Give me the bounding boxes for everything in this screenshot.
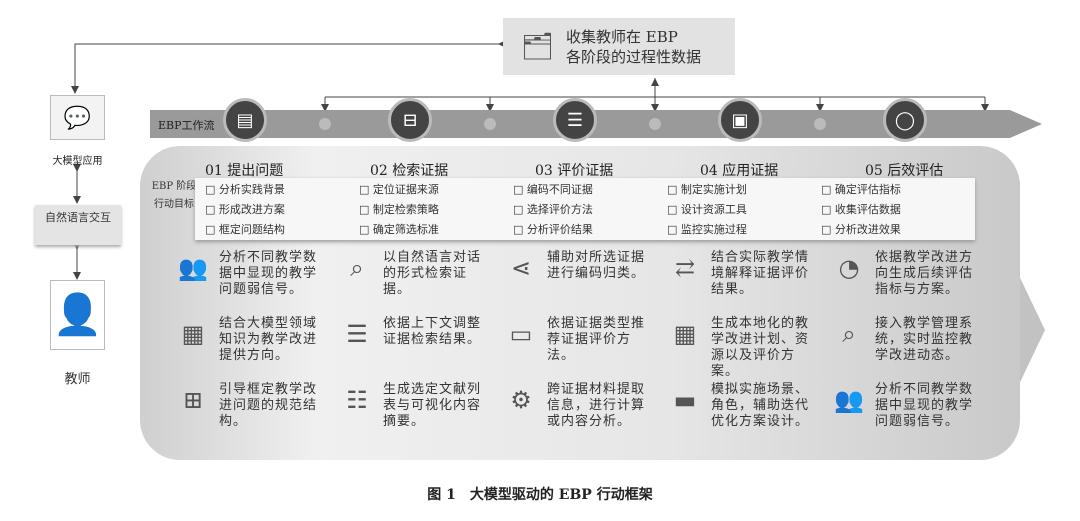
stage-icon-3: ☰ [553, 98, 597, 142]
gauge-icon: ◔ [838, 254, 860, 282]
goals-checklist: □ 分析实践背景 □ 形成改进方案 □ 框定问题结构 □ 定位证据来源 □ 制定检索策… [195, 178, 975, 240]
stage-icon-4: ▣ [718, 98, 762, 142]
calendar-icon: ▦ [673, 320, 697, 348]
goal-item: □ 定位证据来源 [359, 183, 439, 196]
stage-title-5: 05 后效评估 [865, 163, 944, 179]
row-label: EBP 阶段行动目标 [151, 181, 197, 210]
swap-icon: ⇄ [674, 254, 696, 282]
action-cell: ▦ 生成本地化的教学改进计划、资源以及评价方案。 [667, 316, 831, 382]
action-cell: ⇄ 结合实际教学情境解释证据评价结果。 [667, 250, 831, 316]
action-cell: ⌕ 接入教学管理系统，实时监控教学改进动态。 [831, 316, 995, 382]
action-text: 生成本地化的教学改进计划、资源以及评价方案。 [711, 316, 810, 379]
action-cell: ◔ 依据教学改进方向生成后续评估指标与方案。 [831, 250, 995, 316]
flow-dot [649, 118, 661, 130]
action-text: 依据证据类型推荐证据评价方法。 [547, 316, 646, 363]
folder-user-icon: ▬ [673, 386, 697, 414]
figure-caption: 图 1 大模型驱动的 EBP 行动框架 [427, 487, 653, 503]
goal-item: □ 分析实践背景 [205, 183, 285, 196]
teacher-label: 教师 [64, 372, 91, 387]
flow-dot [814, 118, 826, 130]
goal-item: □ 选择评价方法 [513, 203, 593, 216]
monitor-search-icon: ⌕ [842, 320, 856, 348]
action-text: 分析不同教学数据中显现的教学问题弱信号。 [875, 382, 974, 429]
action-cell: ⚙ 跨证据材料提取信息，进行计算或内容分析。 [503, 382, 667, 448]
goal-item: □ 确定评估指标 [821, 183, 901, 196]
people-analysis-icon: 👥 [178, 254, 208, 282]
goal-item: □ 框定问题结构 [205, 223, 285, 236]
action-cell: ⊞ 引导框定教学改进问题的规范结构。 [175, 382, 339, 448]
sliders-icon: ☰ [346, 320, 368, 348]
share-icon: ⋖ [510, 254, 532, 282]
flow-dot [319, 118, 331, 130]
action-cell: 👥 分析不同教学数据中显现的教学问题弱信号。 [175, 250, 339, 316]
data-collection-icon: 🗂 [521, 31, 555, 62]
goal-item: □ 形成改进方案 [205, 203, 285, 216]
action-cell: ⌕ 以自然语言对话的形式检索证据。 [339, 250, 503, 316]
action-text: 结合实际教学情境解释证据评价结果。 [711, 250, 810, 297]
goal-item: □ 设计资源工具 [667, 203, 747, 216]
goal-item: □ 制定检索策略 [359, 203, 439, 216]
action-cell: 👥 分析不同教学数据中显现的教学问题弱信号。 [831, 382, 995, 448]
stage-icon-2: ⊟ [388, 98, 432, 142]
goal-item: □ 制定实施计划 [667, 183, 747, 196]
list-document-icon: ☷ [346, 386, 368, 414]
flow-dot [484, 118, 496, 130]
action-text: 依据教学改进方向生成后续评估指标与方案。 [875, 250, 974, 297]
computer-gear-icon: ⚙ [510, 386, 532, 414]
search-bar-icon: ⌕ [350, 254, 364, 282]
action-text: 引导框定教学改进问题的规范结构。 [219, 382, 318, 429]
llm-app-icon: 💬 [50, 95, 105, 140]
action-text: 生成选定文献列表与可视化内容摘要。 [383, 382, 482, 429]
goal-item: □ 监控实施过程 [667, 223, 747, 236]
stage-icon-5: ◯ [883, 98, 927, 142]
people-analysis-icon: 👥 [834, 386, 864, 414]
structure-icon: ⊞ [182, 386, 204, 414]
teacher-icon: 👤 [50, 280, 105, 350]
action-cell: ☰ 依据上下文调整证据检索结果。 [339, 316, 503, 382]
action-cell: ☷ 生成选定文献列表与可视化内容摘要。 [339, 382, 503, 448]
flow-label: EBP工作流 [158, 119, 215, 132]
stage-title-3: 03 评价证据 [535, 163, 614, 179]
llm-app-label: 大模型应用 [52, 156, 103, 167]
action-cell: ▭ 依据证据类型推荐证据评价方法。 [503, 316, 667, 382]
stage-title-4: 04 应用证据 [700, 163, 779, 179]
action-text: 分析不同教学数据中显现的教学问题弱信号。 [219, 250, 318, 297]
goal-item: □ 分析评价结果 [513, 223, 593, 236]
stage-title-2: 02 检索证据 [370, 163, 449, 179]
monitor-chart-icon: ▭ [509, 320, 533, 348]
action-text: 结合大模型领域知识为教学改进提供方向。 [219, 316, 318, 363]
action-text: 模拟实施场景、角色，辅助迭代优化方案设计。 [711, 382, 810, 429]
natural-language-box: 自然语言交互 [35, 205, 121, 245]
stage-icon-1: ▤ [223, 98, 267, 142]
action-text: 辅助对所选证据进行编码归类。 [547, 250, 646, 281]
goal-item: □ 确定筛选标准 [359, 223, 439, 236]
action-grid: 👥 分析不同教学数据中显现的教学问题弱信号。 ⌕ 以自然语言对话的形式检索证据。 ⋖ 辅助… [175, 250, 1015, 450]
action-cell: ▦ 结合大模型领域知识为教学改进提供方向。 [175, 316, 339, 382]
goal-item: □ 编码不同证据 [513, 183, 593, 196]
goal-item: □ 分析改进效果 [821, 223, 901, 236]
action-cell: ▬ 模拟实施场景、角色，辅助迭代优化方案设计。 [667, 382, 831, 448]
action-text: 接入教学管理系统，实时监控教学改进动态。 [875, 316, 974, 363]
action-text: 以自然语言对话的形式检索证据。 [383, 250, 482, 297]
action-text: 跨证据材料提取信息，进行计算或内容分析。 [547, 382, 646, 429]
goal-item: □ 收集评估数据 [821, 203, 901, 216]
action-text: 依据上下文调整证据检索结果。 [383, 316, 482, 347]
stage-title-1: 01 提出问题 [205, 163, 284, 179]
presentation-icon: ▦ [181, 320, 205, 348]
action-cell: ⋖ 辅助对所选证据进行编码归类。 [503, 250, 667, 316]
